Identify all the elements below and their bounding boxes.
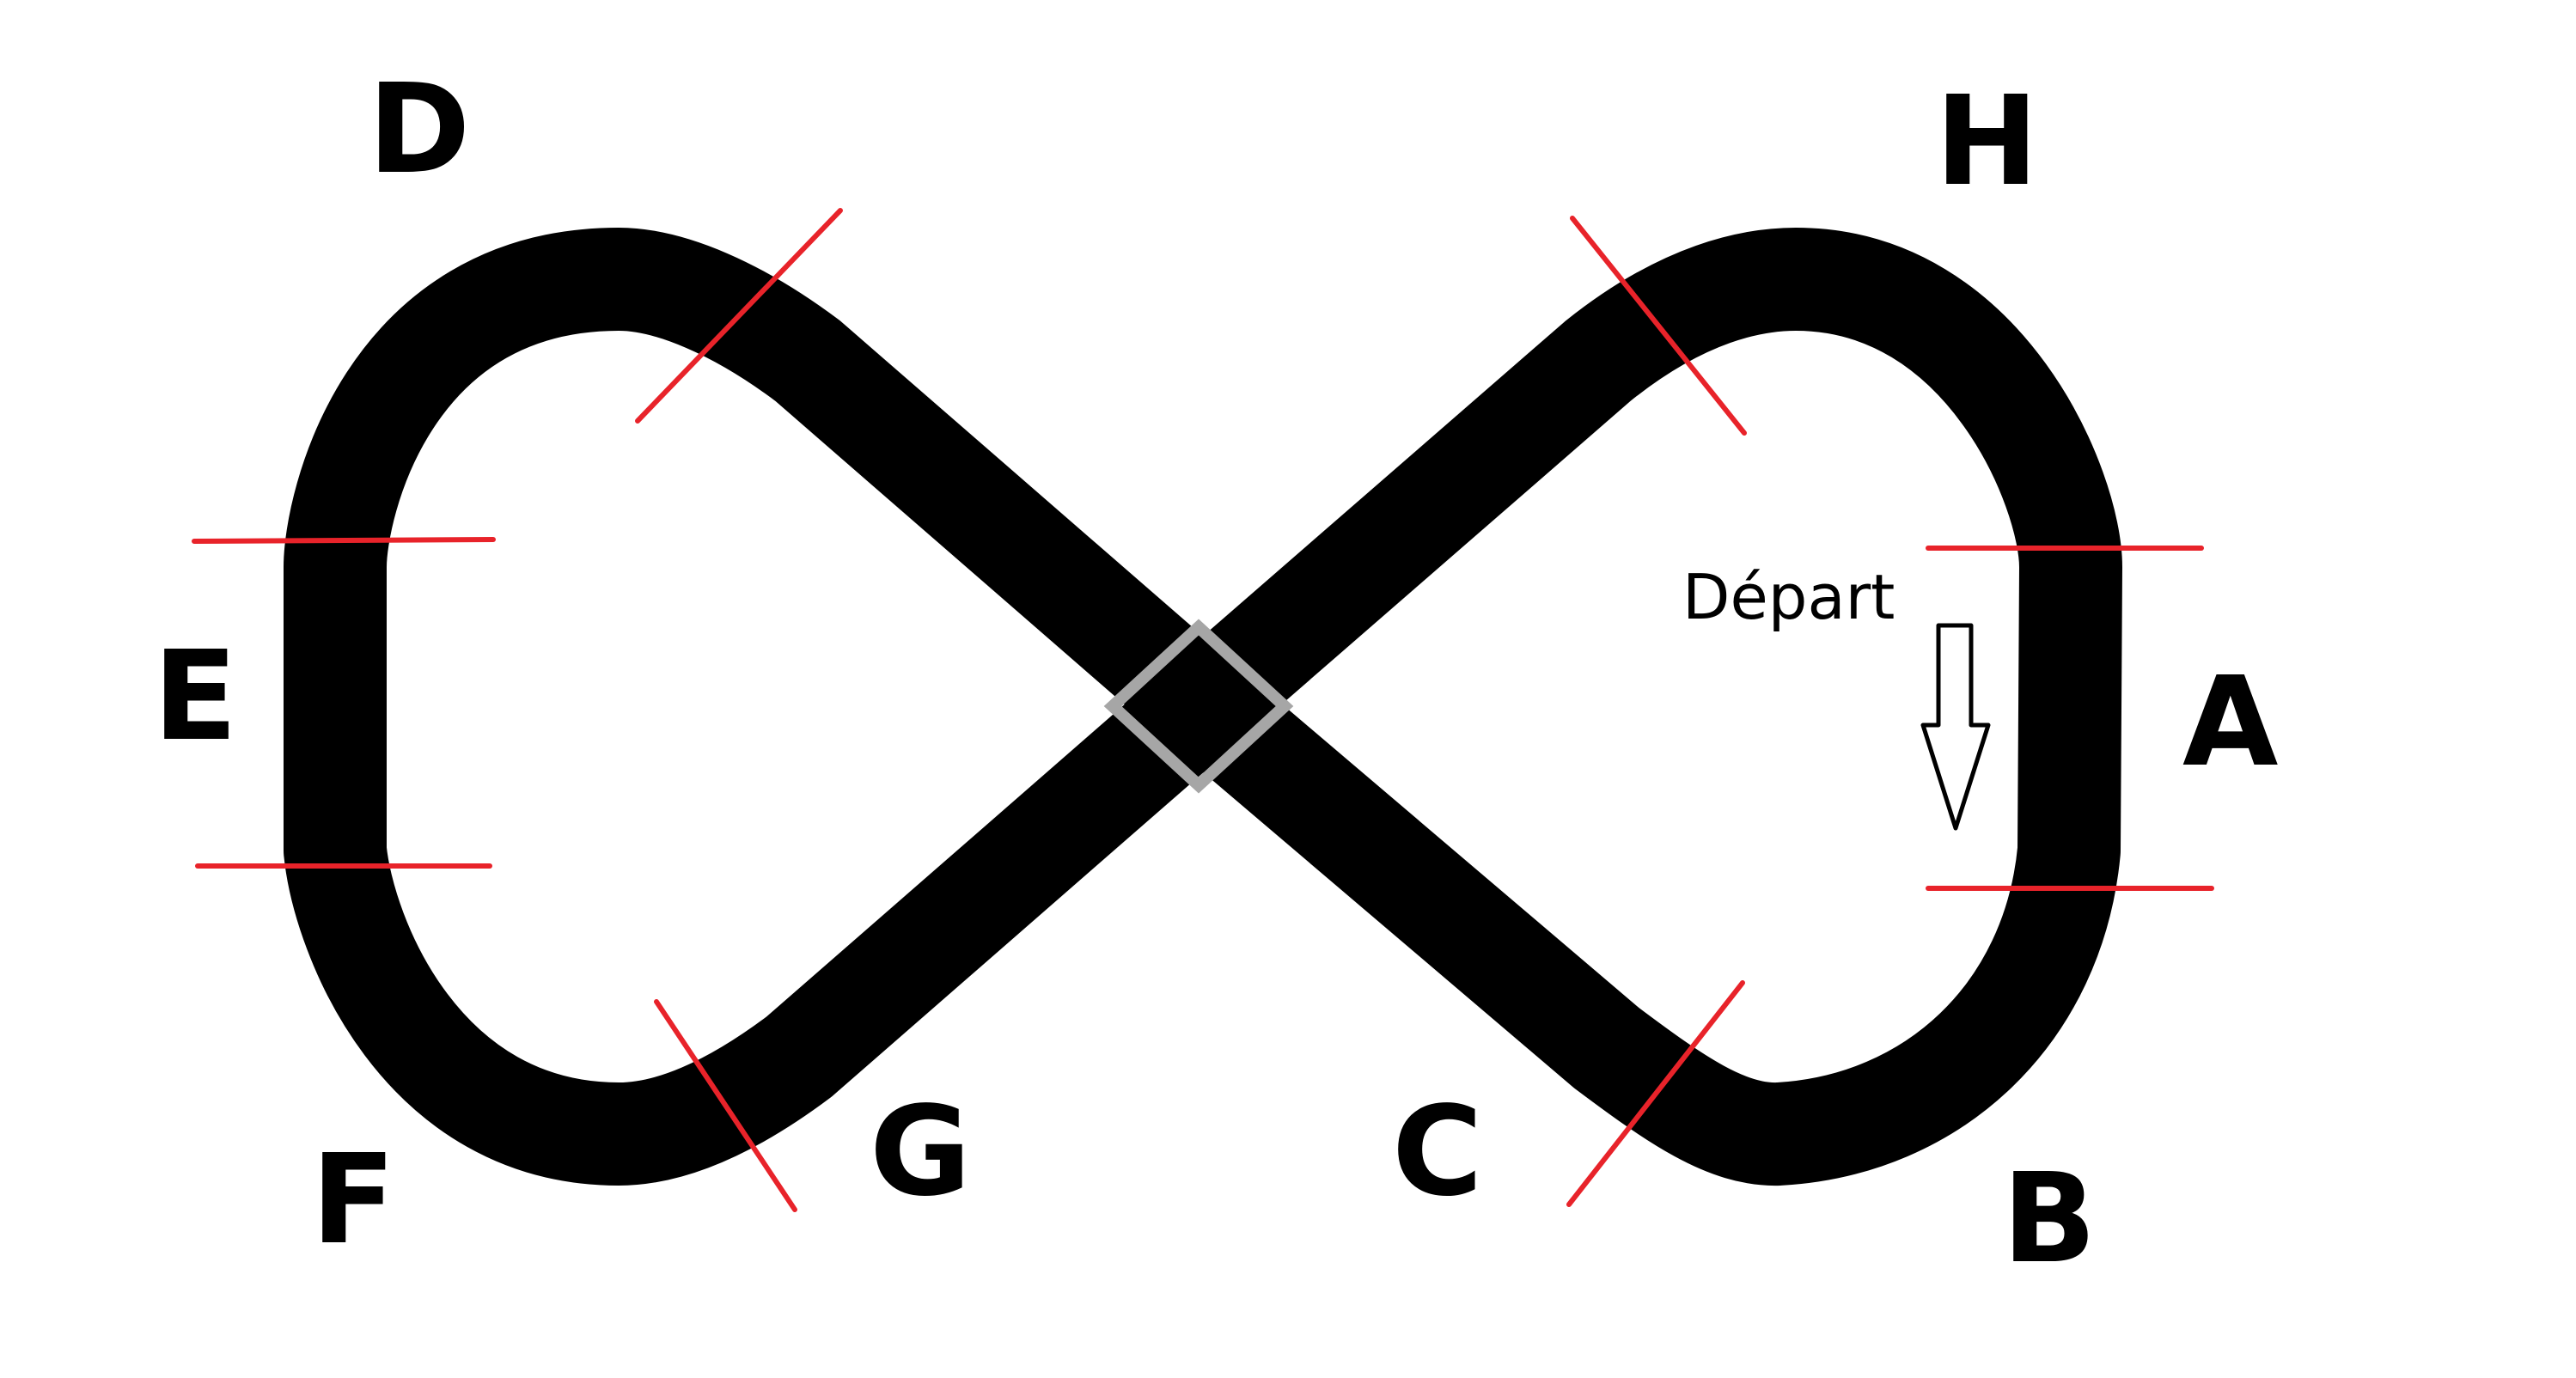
sector-label-e: E <box>153 624 237 768</box>
track-left-loop <box>284 228 1237 1186</box>
sector-line-d <box>635 208 843 424</box>
sector-line-e-top <box>192 537 496 544</box>
sector-label-a: A <box>2182 649 2278 794</box>
track <box>284 228 2122 1186</box>
sector-line-g <box>654 999 797 1212</box>
sector-label-g: G <box>870 1079 971 1223</box>
sector-label-b: B <box>2002 1146 2097 1290</box>
sector-line-c <box>1566 980 1745 1207</box>
sector-lines <box>192 208 2214 1212</box>
down-arrow-icon <box>1920 623 1991 831</box>
sector-label-c: C <box>1392 1079 1483 1223</box>
sector-label-h: H <box>1935 69 2039 213</box>
start-label: Départ <box>1682 561 1895 633</box>
sector-label-f: F <box>311 1127 395 1271</box>
sector-label-d: D <box>368 57 471 201</box>
crossing-marker <box>1103 619 1294 794</box>
track-right-loop <box>1169 228 2122 1186</box>
sector-line-h <box>1570 216 1747 436</box>
